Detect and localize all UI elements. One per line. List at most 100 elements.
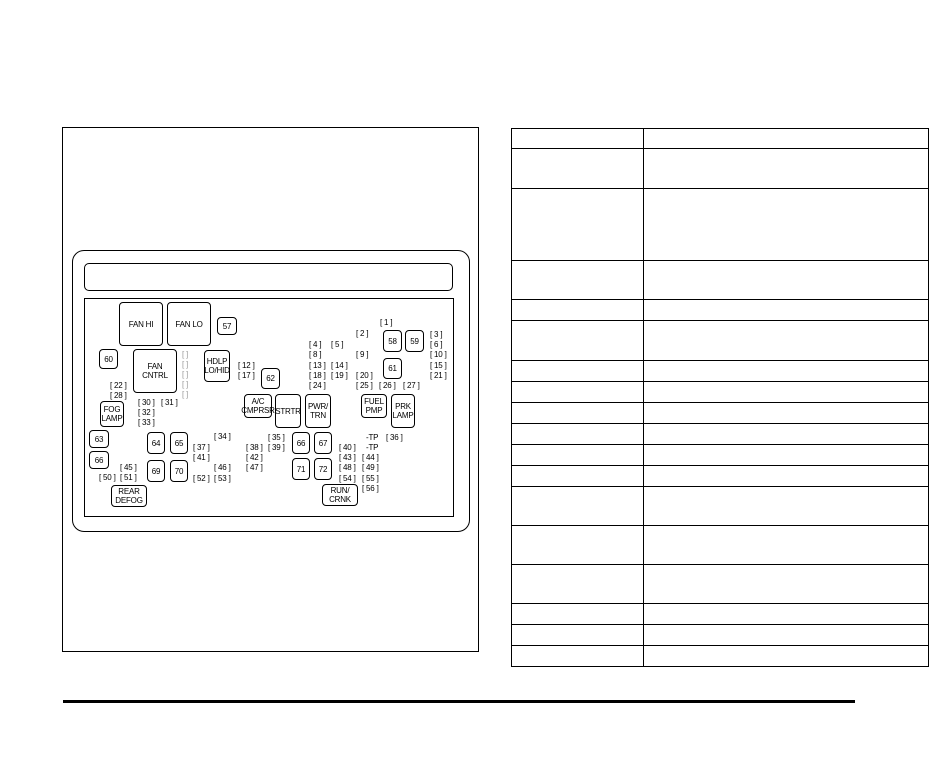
relay-pwr-trn: PWR/TRN bbox=[305, 394, 331, 428]
relay-72-label: 72 bbox=[318, 464, 328, 474]
table-cell bbox=[643, 188, 929, 261]
table-row bbox=[511, 128, 929, 149]
fuse-slot-faded: [ ] bbox=[182, 360, 189, 369]
table-row bbox=[511, 299, 929, 321]
relay-fan-lo: FAN LO bbox=[167, 302, 211, 346]
fuse-18: [ 18 ] bbox=[309, 371, 326, 380]
page-footer-rule bbox=[63, 700, 855, 703]
table-row bbox=[511, 402, 929, 424]
fuse-10: [ 10 ] bbox=[430, 350, 447, 359]
relay-59-label: 59 bbox=[410, 336, 419, 346]
table-cell bbox=[511, 423, 644, 445]
relay-run-crnk-label: RUN/CRNK bbox=[329, 486, 351, 504]
fuse-42: [ 42 ] bbox=[246, 453, 263, 462]
fuse-9: [ 9 ] bbox=[356, 350, 369, 359]
fuse-slot-faded: [ ] bbox=[182, 370, 189, 379]
fuse-17: [ 17 ] bbox=[238, 371, 255, 380]
table-cell bbox=[511, 603, 644, 625]
relay-fan-cntrl-label: FAN CNTRL bbox=[142, 362, 168, 380]
fuse-44: [ 44 ] bbox=[362, 453, 379, 462]
relay-58: 58 bbox=[383, 330, 402, 352]
fuse-3: [ 3 ] bbox=[430, 330, 443, 339]
relay-65-label: 65 bbox=[174, 438, 184, 448]
fuse-46: [ 46 ] bbox=[214, 463, 231, 472]
relay-57-label: 57 bbox=[222, 321, 232, 331]
fuse-1: [ 1 ] bbox=[380, 318, 393, 327]
table-cell bbox=[511, 148, 644, 189]
fuse-usage-table bbox=[511, 128, 929, 667]
fuse-22: [ 22 ] bbox=[110, 381, 127, 390]
relay-61: 61 bbox=[383, 358, 402, 379]
fuse-41: [ 41 ] bbox=[193, 453, 210, 462]
fuse-24: [ 24 ] bbox=[309, 381, 326, 390]
relay-pwr-trn-label: PWR/TRN bbox=[307, 402, 329, 420]
table-row bbox=[511, 148, 929, 189]
diagram-frame bbox=[62, 127, 479, 652]
relay-63-label: 63 bbox=[94, 434, 104, 444]
table-cell bbox=[511, 360, 644, 382]
table-cell bbox=[643, 645, 929, 667]
table-cell bbox=[511, 381, 644, 403]
fuse-31: [ 31 ] bbox=[161, 398, 178, 407]
relay-71: 71 bbox=[292, 458, 310, 480]
fuse-50: [ 50 ] bbox=[99, 473, 116, 482]
fuse-45: [ 45 ] bbox=[120, 463, 137, 472]
relay-fan-hi: FAN HI bbox=[119, 302, 163, 346]
table-cell bbox=[511, 188, 644, 261]
relay-run-crnk: RUN/CRNK bbox=[322, 484, 358, 506]
fuse-39: [ 39 ] bbox=[268, 443, 285, 452]
table-row bbox=[511, 465, 929, 487]
table-cell bbox=[511, 260, 644, 300]
table-cell bbox=[511, 299, 644, 321]
fuse-53: [ 53 ] bbox=[214, 474, 231, 483]
table-cell bbox=[643, 525, 929, 565]
table-cell bbox=[643, 299, 929, 321]
table-cell bbox=[643, 320, 929, 361]
table-row bbox=[511, 645, 929, 667]
relay-72: 72 bbox=[314, 458, 332, 480]
relay-63: 63 bbox=[89, 430, 109, 448]
fuse-5: [ 5 ] bbox=[331, 340, 344, 349]
fuse-slot-faded: [ ] bbox=[182, 350, 189, 359]
fuse-6: [ 6 ] bbox=[430, 340, 443, 349]
fuse-15: [ 15 ] bbox=[430, 361, 447, 370]
table-cell bbox=[511, 320, 644, 361]
table-cell bbox=[643, 148, 929, 189]
table-row bbox=[511, 525, 929, 565]
table-cell bbox=[511, 564, 644, 604]
table-cell bbox=[643, 624, 929, 646]
fuse-2: [ 2 ] bbox=[356, 329, 369, 338]
fuse-26: [ 26 ] bbox=[379, 381, 396, 390]
fuse-tp-1: -TP bbox=[366, 433, 379, 442]
table-cell bbox=[511, 444, 644, 466]
table-cell bbox=[511, 402, 644, 424]
fuse-25: [ 25 ] bbox=[356, 381, 373, 390]
relay-fan-cntrl: FAN CNTRL bbox=[133, 349, 177, 393]
fuse-27: [ 27 ] bbox=[403, 381, 420, 390]
relay-61-label: 61 bbox=[388, 364, 397, 373]
fuse-37: [ 37 ] bbox=[193, 443, 210, 452]
table-cell bbox=[511, 645, 644, 667]
fuse-19: [ 19 ] bbox=[331, 371, 348, 380]
relay-65: 65 bbox=[170, 432, 188, 454]
relay-fan-lo-label: FAN LO bbox=[175, 319, 203, 329]
fuse-4: [ 4 ] bbox=[309, 340, 322, 349]
relay-57: 57 bbox=[217, 317, 237, 335]
table-cell bbox=[643, 402, 929, 424]
fuse-54: [ 54 ] bbox=[339, 474, 356, 483]
relay-70-label: 70 bbox=[174, 466, 184, 476]
fuse-33: [ 33 ] bbox=[138, 418, 155, 427]
relay-60-label: 60 bbox=[104, 354, 113, 364]
table-cell bbox=[511, 525, 644, 565]
table-row bbox=[511, 360, 929, 382]
fuse-tp-2: -TP bbox=[366, 443, 379, 452]
relay-strtr: STRTR bbox=[275, 394, 301, 428]
relay-66: 66 bbox=[89, 451, 109, 469]
